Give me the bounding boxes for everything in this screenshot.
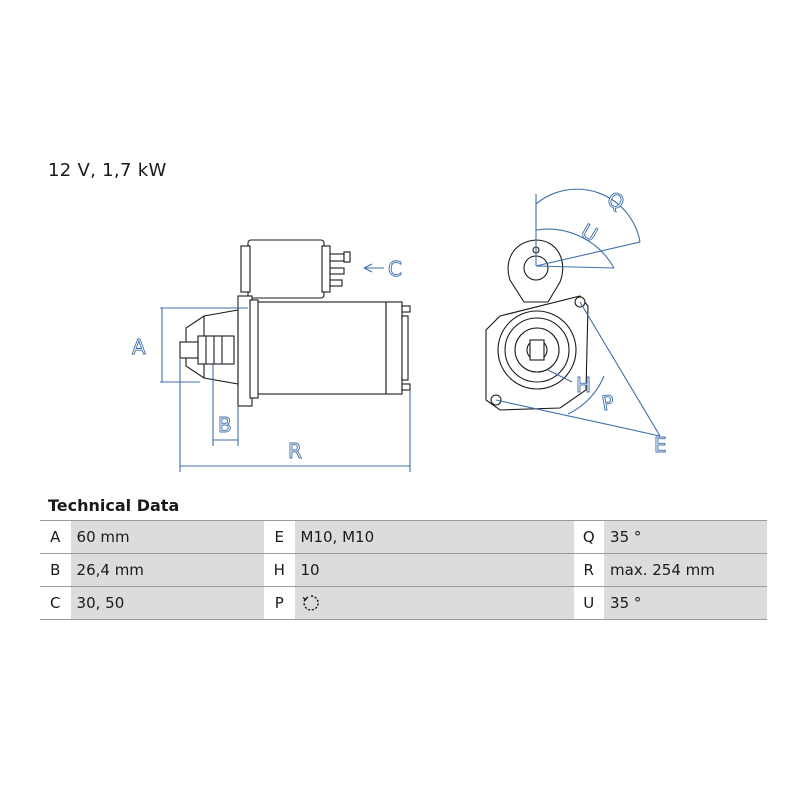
spec-key: R: [573, 553, 605, 587]
table-row: C 30, 50 P U 35 °: [40, 586, 767, 620]
spec-key: U: [573, 586, 605, 620]
spec-key: A: [40, 520, 71, 554]
end-bolt-lower: [401, 383, 411, 391]
table-row: A 60 mm E M10, M10 Q 35 °: [40, 520, 767, 554]
terminal-nut: [343, 251, 351, 263]
motor-end-cap: [385, 301, 403, 395]
shaft-end: [179, 341, 199, 359]
flange-collar: [249, 299, 259, 399]
dim-label-c: C: [388, 257, 402, 281]
terminal-upper: [329, 253, 345, 262]
spec-value: 35 °: [604, 586, 767, 620]
spec-key: B: [40, 553, 71, 587]
pinion-gear: [197, 335, 235, 365]
spec-key: H: [263, 553, 295, 587]
starter-motor-technical-drawing: A B R C Q: [132, 186, 667, 472]
side-view-dimensions: A B R C: [132, 257, 411, 472]
dim-label-a: A: [132, 335, 146, 359]
dim-label-e: E: [654, 433, 667, 457]
spec-value: 30, 50: [70, 586, 264, 620]
spec-value: 60 mm: [70, 520, 264, 554]
solenoid-body: [247, 239, 325, 299]
end-bolt-upper: [401, 305, 411, 313]
solenoid-end: [321, 245, 331, 293]
spec-key: Q: [573, 520, 605, 554]
spec-key: E: [263, 520, 295, 554]
dim-label-u: U: [577, 219, 602, 247]
spec-value: 10: [294, 553, 574, 587]
motor-body: [255, 301, 387, 395]
spec-value: 35 °: [604, 520, 767, 554]
spec-key: C: [40, 586, 71, 620]
clockwise-rotation-icon: [302, 595, 319, 611]
dim-label-h: H: [576, 373, 591, 397]
table-row: B 26,4 mm H 10 R max. 254 mm: [40, 553, 767, 587]
spec-value-rotation: [294, 586, 574, 620]
pinion-teeth: [529, 339, 545, 361]
spec-value: max. 254 mm: [604, 553, 767, 587]
terminal-lower: [329, 279, 343, 287]
brush-cover: [401, 315, 409, 381]
spec-key: P: [263, 586, 295, 620]
spec-value: M10, M10: [294, 520, 574, 554]
dim-label-p: P: [600, 390, 616, 416]
technical-data-title: Technical Data: [48, 496, 180, 515]
dim-label-b: B: [218, 413, 232, 437]
headline-voltage-power: 12 V, 1,7 kW: [48, 160, 167, 181]
spec-value: 26,4 mm: [70, 553, 264, 587]
side-view: [179, 239, 411, 407]
terminal-middle: [329, 267, 345, 275]
technical-data-table: A 60 mm E M10, M10 Q 35 ° B 26,4 mm H 10…: [40, 520, 767, 620]
dim-label-r: R: [288, 439, 302, 463]
solenoid-cap: [240, 245, 251, 293]
